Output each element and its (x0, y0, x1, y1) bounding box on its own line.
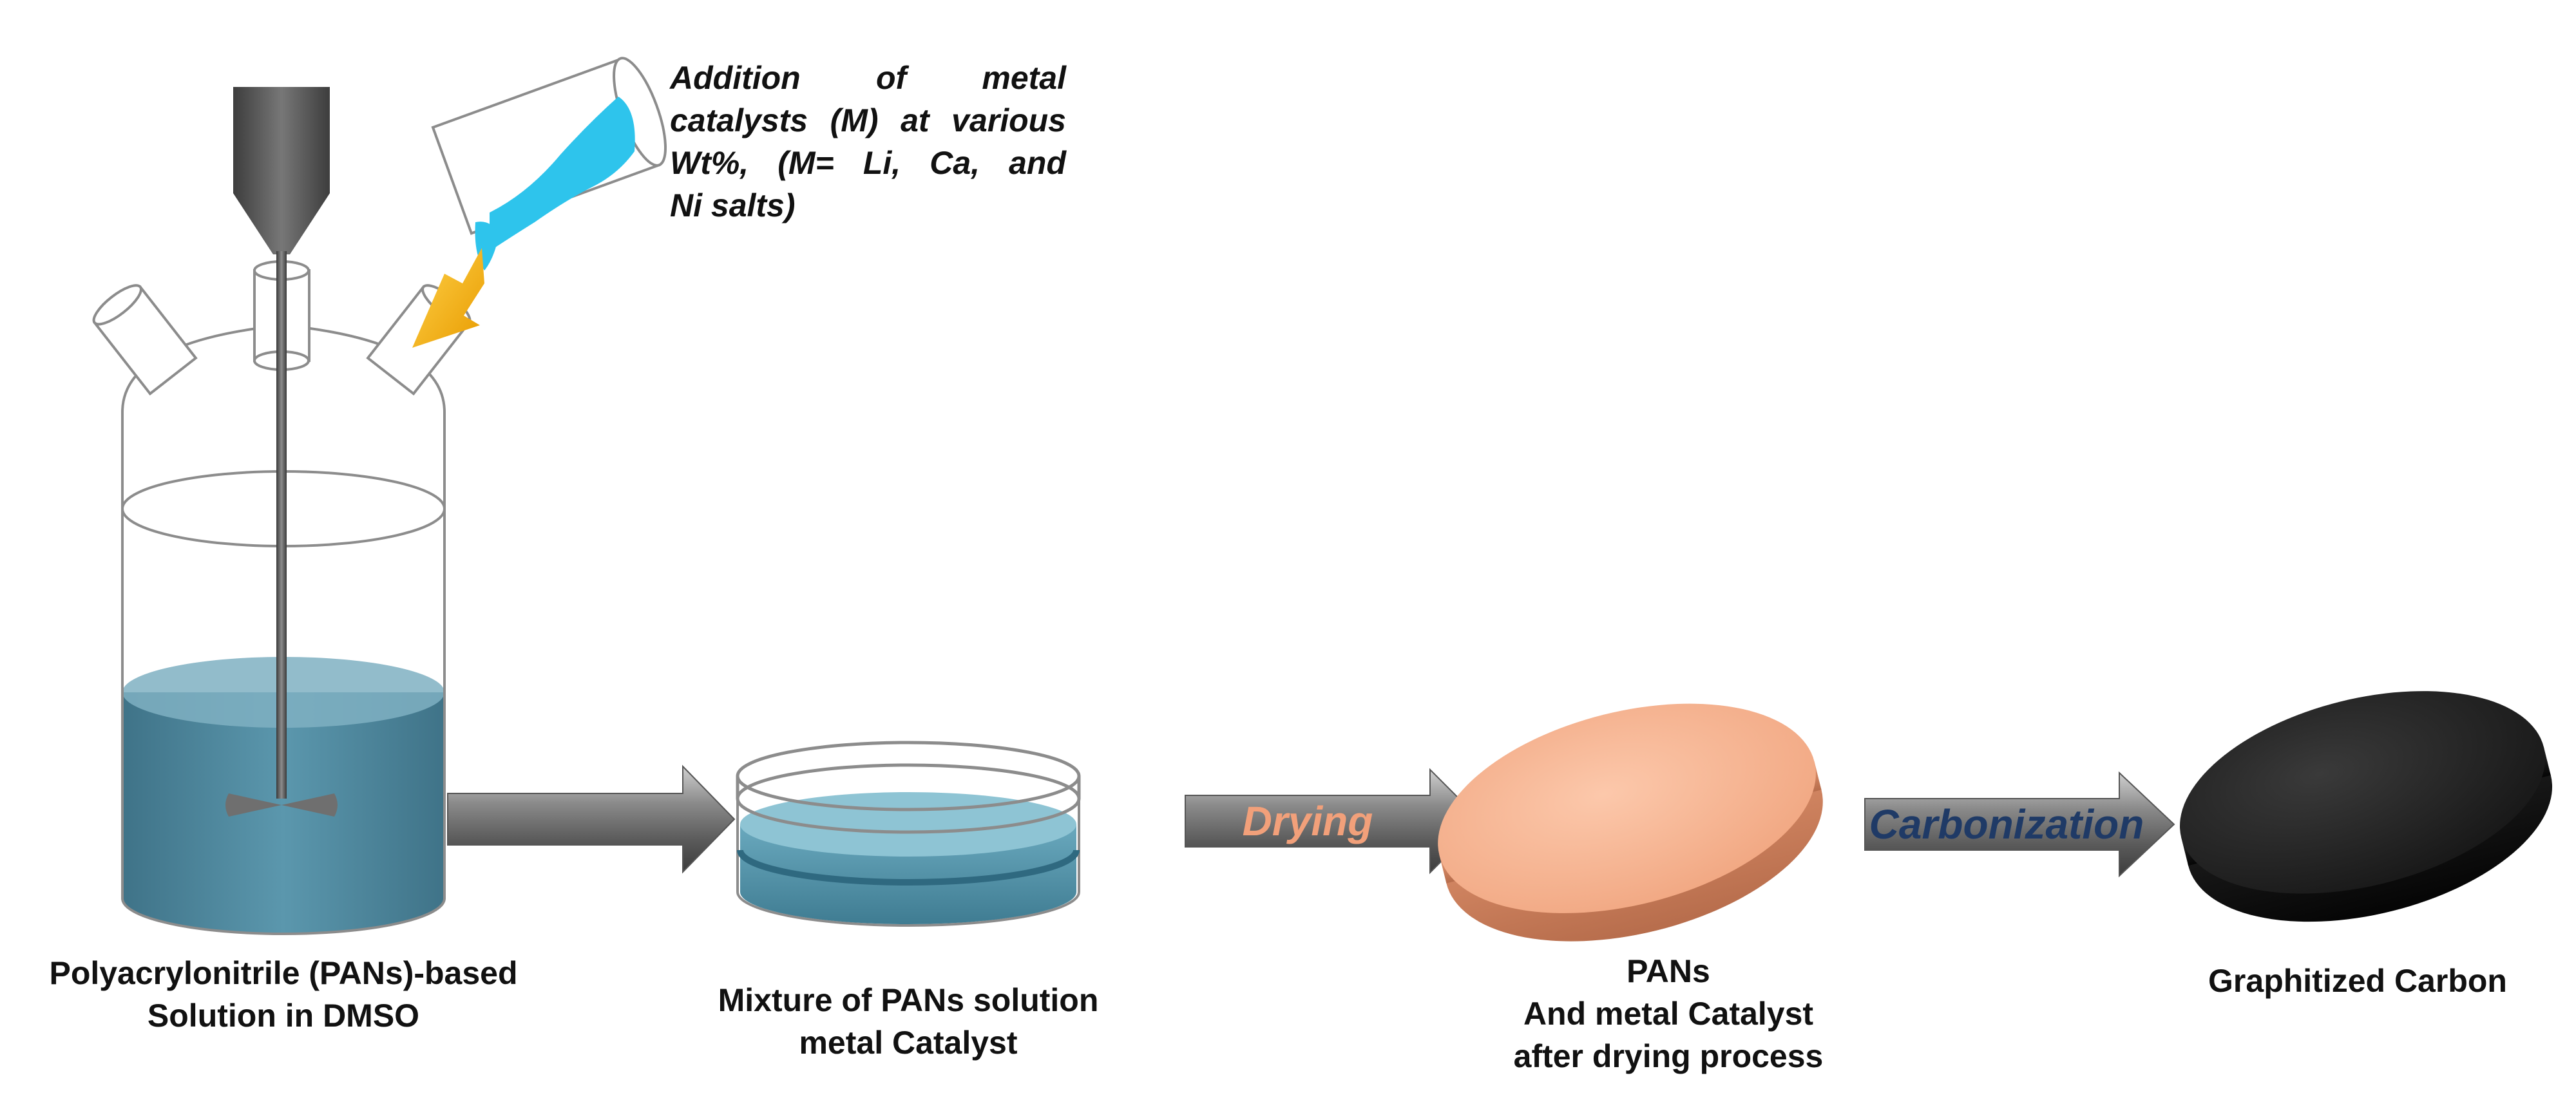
note-line: Wt%, (M= Li, Ca, and (670, 145, 1066, 181)
step-label-line: Graphitized Carbon (2208, 963, 2507, 999)
step-label-line: Polyacrylonitrile (PANs)-based (49, 955, 518, 991)
note-line: Addition of metal (670, 60, 1066, 96)
step-label-carbon: Graphitized Carbon (2151, 960, 2564, 1002)
step-label-solution: Polyacrylonitrile (PANs)-based Solution … (0, 952, 567, 1037)
flask-body (121, 323, 446, 935)
drying-label: Drying (1242, 798, 1373, 844)
stirrer-rod (276, 251, 287, 799)
pouring-beaker (431, 57, 667, 270)
step-label-mixture: Mixture of PANs solution metal Catalyst (683, 979, 1134, 1064)
flask-left-neck (92, 284, 198, 396)
catalyst-addition-note: Addition of metal catalysts (M) at vario… (670, 57, 1066, 227)
arrow-to-mixture (447, 764, 736, 874)
step-label-line: after drying process (1513, 1038, 1824, 1074)
note-line: Ni salts) (670, 187, 796, 223)
step-label-dried: PANs And metal Catalyst after drying pro… (1443, 950, 1894, 1077)
reactor-flask (92, 87, 472, 935)
catalyst-liquid (490, 97, 635, 251)
step-label-line: Mixture of PANs solution (718, 982, 1099, 1018)
solution-liquid (122, 692, 444, 934)
carbon-disc (2180, 691, 2553, 922)
pans-disc (1438, 703, 1823, 942)
pour-arrow-icon (412, 248, 484, 348)
petri-dish (736, 741, 1081, 927)
step-label-line: PANs (1627, 953, 1710, 989)
stirrer (225, 87, 338, 817)
step-label-line: And metal Catalyst (1523, 996, 1814, 1032)
carbonization-label: Carbonization (1869, 801, 2144, 848)
stirrer-motor (233, 87, 330, 254)
step-label-line: Solution in DMSO (147, 998, 420, 1034)
arrow-carbonization (1864, 771, 2175, 878)
stirrer-blade (225, 793, 338, 817)
step-label-line: metal Catalyst (799, 1025, 1018, 1061)
note-line: catalysts (M) at various (670, 102, 1066, 138)
